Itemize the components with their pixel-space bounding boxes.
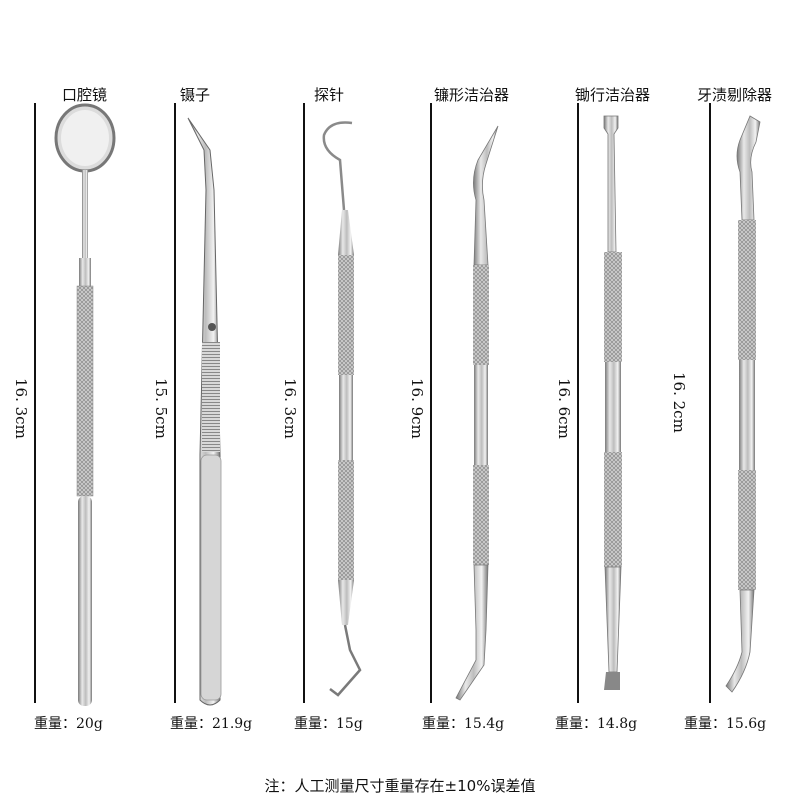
length-label: 15. 5cm (152, 378, 170, 439)
length-ruler (577, 103, 579, 703)
weight-value: 21.9g (212, 716, 253, 732)
measurement-note: 注：人工测量尺寸重量存在±10%误差值 (264, 777, 536, 795)
weight-label: 重量：21.9g (170, 716, 253, 732)
weight-value: 15.4g (464, 716, 505, 732)
instrument-title: 镰形洁治器 (434, 86, 510, 104)
sickle-scaler-icon (455, 125, 499, 701)
length-ruler (430, 103, 432, 703)
weight-label: 重量：15.4g (422, 716, 505, 732)
hoe-scaler-icon (603, 115, 622, 690)
weight-value: 15.6g (726, 716, 767, 732)
stain-remover-icon (725, 115, 761, 693)
length-label: 16. 6cm (555, 378, 573, 439)
weight-label: 重量：15.6g (684, 716, 767, 732)
mouth-mirror-icon (54, 103, 116, 706)
instrument-title: 口腔镜 (62, 86, 108, 104)
instrument-title: 锄行洁治器 (575, 86, 651, 104)
weight-label: 重量：14.8g (555, 716, 638, 732)
weight-value: 20g (76, 716, 103, 732)
length-label: 16. 2cm (670, 372, 688, 433)
weight-label: 重量：20g (34, 716, 103, 732)
length-ruler (34, 103, 36, 703)
tweezers-icon (187, 117, 222, 706)
length-label: 16. 3cm (281, 378, 299, 439)
length-ruler (303, 103, 305, 703)
probe-icon (322, 121, 362, 697)
length-ruler (709, 103, 711, 703)
instrument-title: 探针 (314, 86, 345, 104)
length-label: 16. 9cm (408, 378, 426, 439)
weight-value: 14.8g (597, 716, 638, 732)
instrument-title: 牙渍剔除器 (697, 86, 773, 104)
weight-value: 15g (336, 716, 363, 732)
length-ruler (174, 103, 176, 703)
instrument-title: 镊子 (180, 86, 211, 104)
length-label: 16. 3cm (12, 378, 30, 439)
weight-label: 重量：15g (294, 716, 363, 732)
